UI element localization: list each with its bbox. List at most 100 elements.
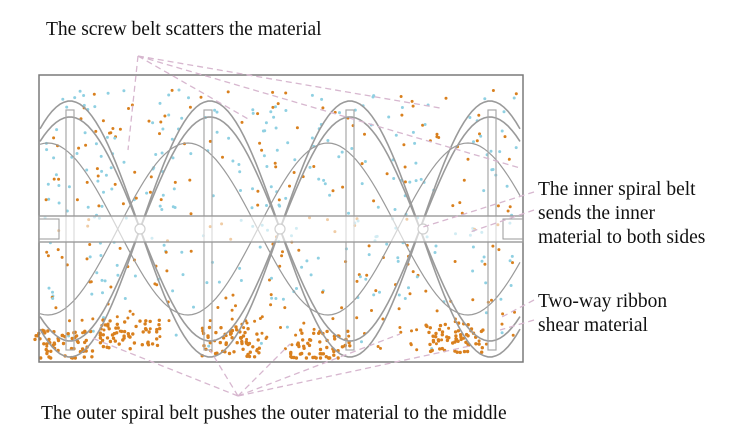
material-particle — [440, 346, 444, 351]
material-particle — [326, 139, 330, 142]
material-particle — [96, 174, 100, 178]
material-particle — [400, 113, 404, 117]
material-particle — [269, 110, 273, 114]
material-particle — [284, 196, 288, 200]
material-particle — [134, 324, 138, 329]
material-particle — [477, 113, 481, 117]
material-particle — [90, 355, 94, 359]
material-particle — [507, 157, 511, 161]
material-particle — [54, 306, 58, 310]
material-particle — [189, 152, 193, 156]
material-particle — [505, 184, 509, 188]
material-particle — [73, 96, 77, 100]
material-particle — [83, 329, 87, 333]
material-particle — [514, 146, 518, 150]
material-particle — [318, 356, 323, 360]
material-particle — [110, 333, 115, 337]
material-particle — [350, 147, 354, 150]
material-particle — [110, 187, 114, 191]
material-particle — [284, 109, 288, 112]
material-particle — [363, 132, 366, 136]
material-particle — [265, 165, 269, 168]
material-particle — [88, 243, 92, 246]
material-particle — [49, 349, 53, 353]
material-particle — [160, 208, 164, 211]
material-particle — [311, 355, 315, 360]
material-particle — [393, 208, 397, 211]
material-particle — [286, 141, 290, 145]
material-particle — [177, 88, 181, 92]
label-inner-spiral: The inner spiral belt sends the inner ma… — [538, 178, 705, 250]
material-particle — [427, 330, 431, 335]
material-particle — [111, 336, 116, 340]
material-particle — [248, 350, 252, 354]
material-particle — [270, 296, 274, 300]
material-particle — [337, 155, 341, 159]
material-particle — [341, 185, 345, 189]
material-particle — [454, 337, 459, 342]
material-particle — [415, 328, 419, 332]
material-particle — [140, 343, 144, 347]
material-particle — [75, 198, 79, 202]
material-particle — [304, 356, 309, 360]
material-particle — [433, 251, 437, 254]
material-particle — [271, 105, 275, 109]
material-particle — [100, 169, 104, 173]
material-particle — [78, 89, 82, 93]
material-particle — [148, 319, 152, 324]
material-particle — [403, 180, 407, 184]
material-particle — [466, 157, 470, 161]
central-shaft — [38, 215, 524, 243]
material-particle — [106, 91, 110, 95]
material-particle — [355, 316, 359, 320]
material-particle — [490, 298, 493, 302]
material-particle — [489, 149, 493, 153]
material-particle — [127, 107, 130, 110]
material-particle — [45, 349, 50, 353]
material-particle — [98, 341, 103, 345]
material-particle — [499, 297, 503, 301]
material-particle — [411, 270, 415, 274]
material-particle — [500, 331, 504, 335]
material-particle — [217, 280, 221, 284]
material-particle — [108, 319, 112, 323]
material-particle — [458, 350, 462, 355]
material-particle — [100, 204, 104, 208]
material-particle — [103, 279, 107, 283]
material-particle — [230, 308, 234, 312]
material-particle — [434, 342, 438, 346]
label-two-way-ribbon: Two-way ribbon shear material — [538, 290, 667, 338]
material-particle — [82, 355, 87, 359]
material-particle — [256, 112, 260, 116]
material-particle — [274, 105, 277, 109]
material-particle — [360, 182, 364, 186]
material-particle — [106, 324, 110, 328]
material-particle — [411, 104, 415, 108]
material-particle — [47, 286, 51, 290]
material-particle — [171, 289, 175, 293]
material-particle — [321, 290, 325, 294]
material-particle — [265, 204, 268, 207]
material-particle — [458, 201, 462, 205]
material-particle — [428, 349, 433, 354]
material-particle — [241, 334, 246, 338]
material-particle — [121, 202, 125, 206]
material-particle — [113, 339, 118, 343]
material-particle — [453, 260, 457, 263]
material-particle — [323, 182, 327, 186]
material-particle — [318, 340, 322, 344]
material-particle — [438, 347, 442, 351]
material-particle — [453, 340, 457, 344]
material-particle — [328, 193, 332, 197]
material-particle — [264, 337, 268, 340]
material-particle — [259, 341, 263, 345]
material-particle — [262, 154, 266, 158]
material-particle — [214, 330, 218, 335]
material-particle — [45, 342, 49, 346]
material-particle — [332, 353, 336, 357]
material-particle — [232, 350, 236, 354]
material-particle — [206, 335, 210, 339]
material-particle — [101, 333, 106, 337]
material-particle — [333, 337, 337, 341]
material-particle — [189, 249, 193, 253]
